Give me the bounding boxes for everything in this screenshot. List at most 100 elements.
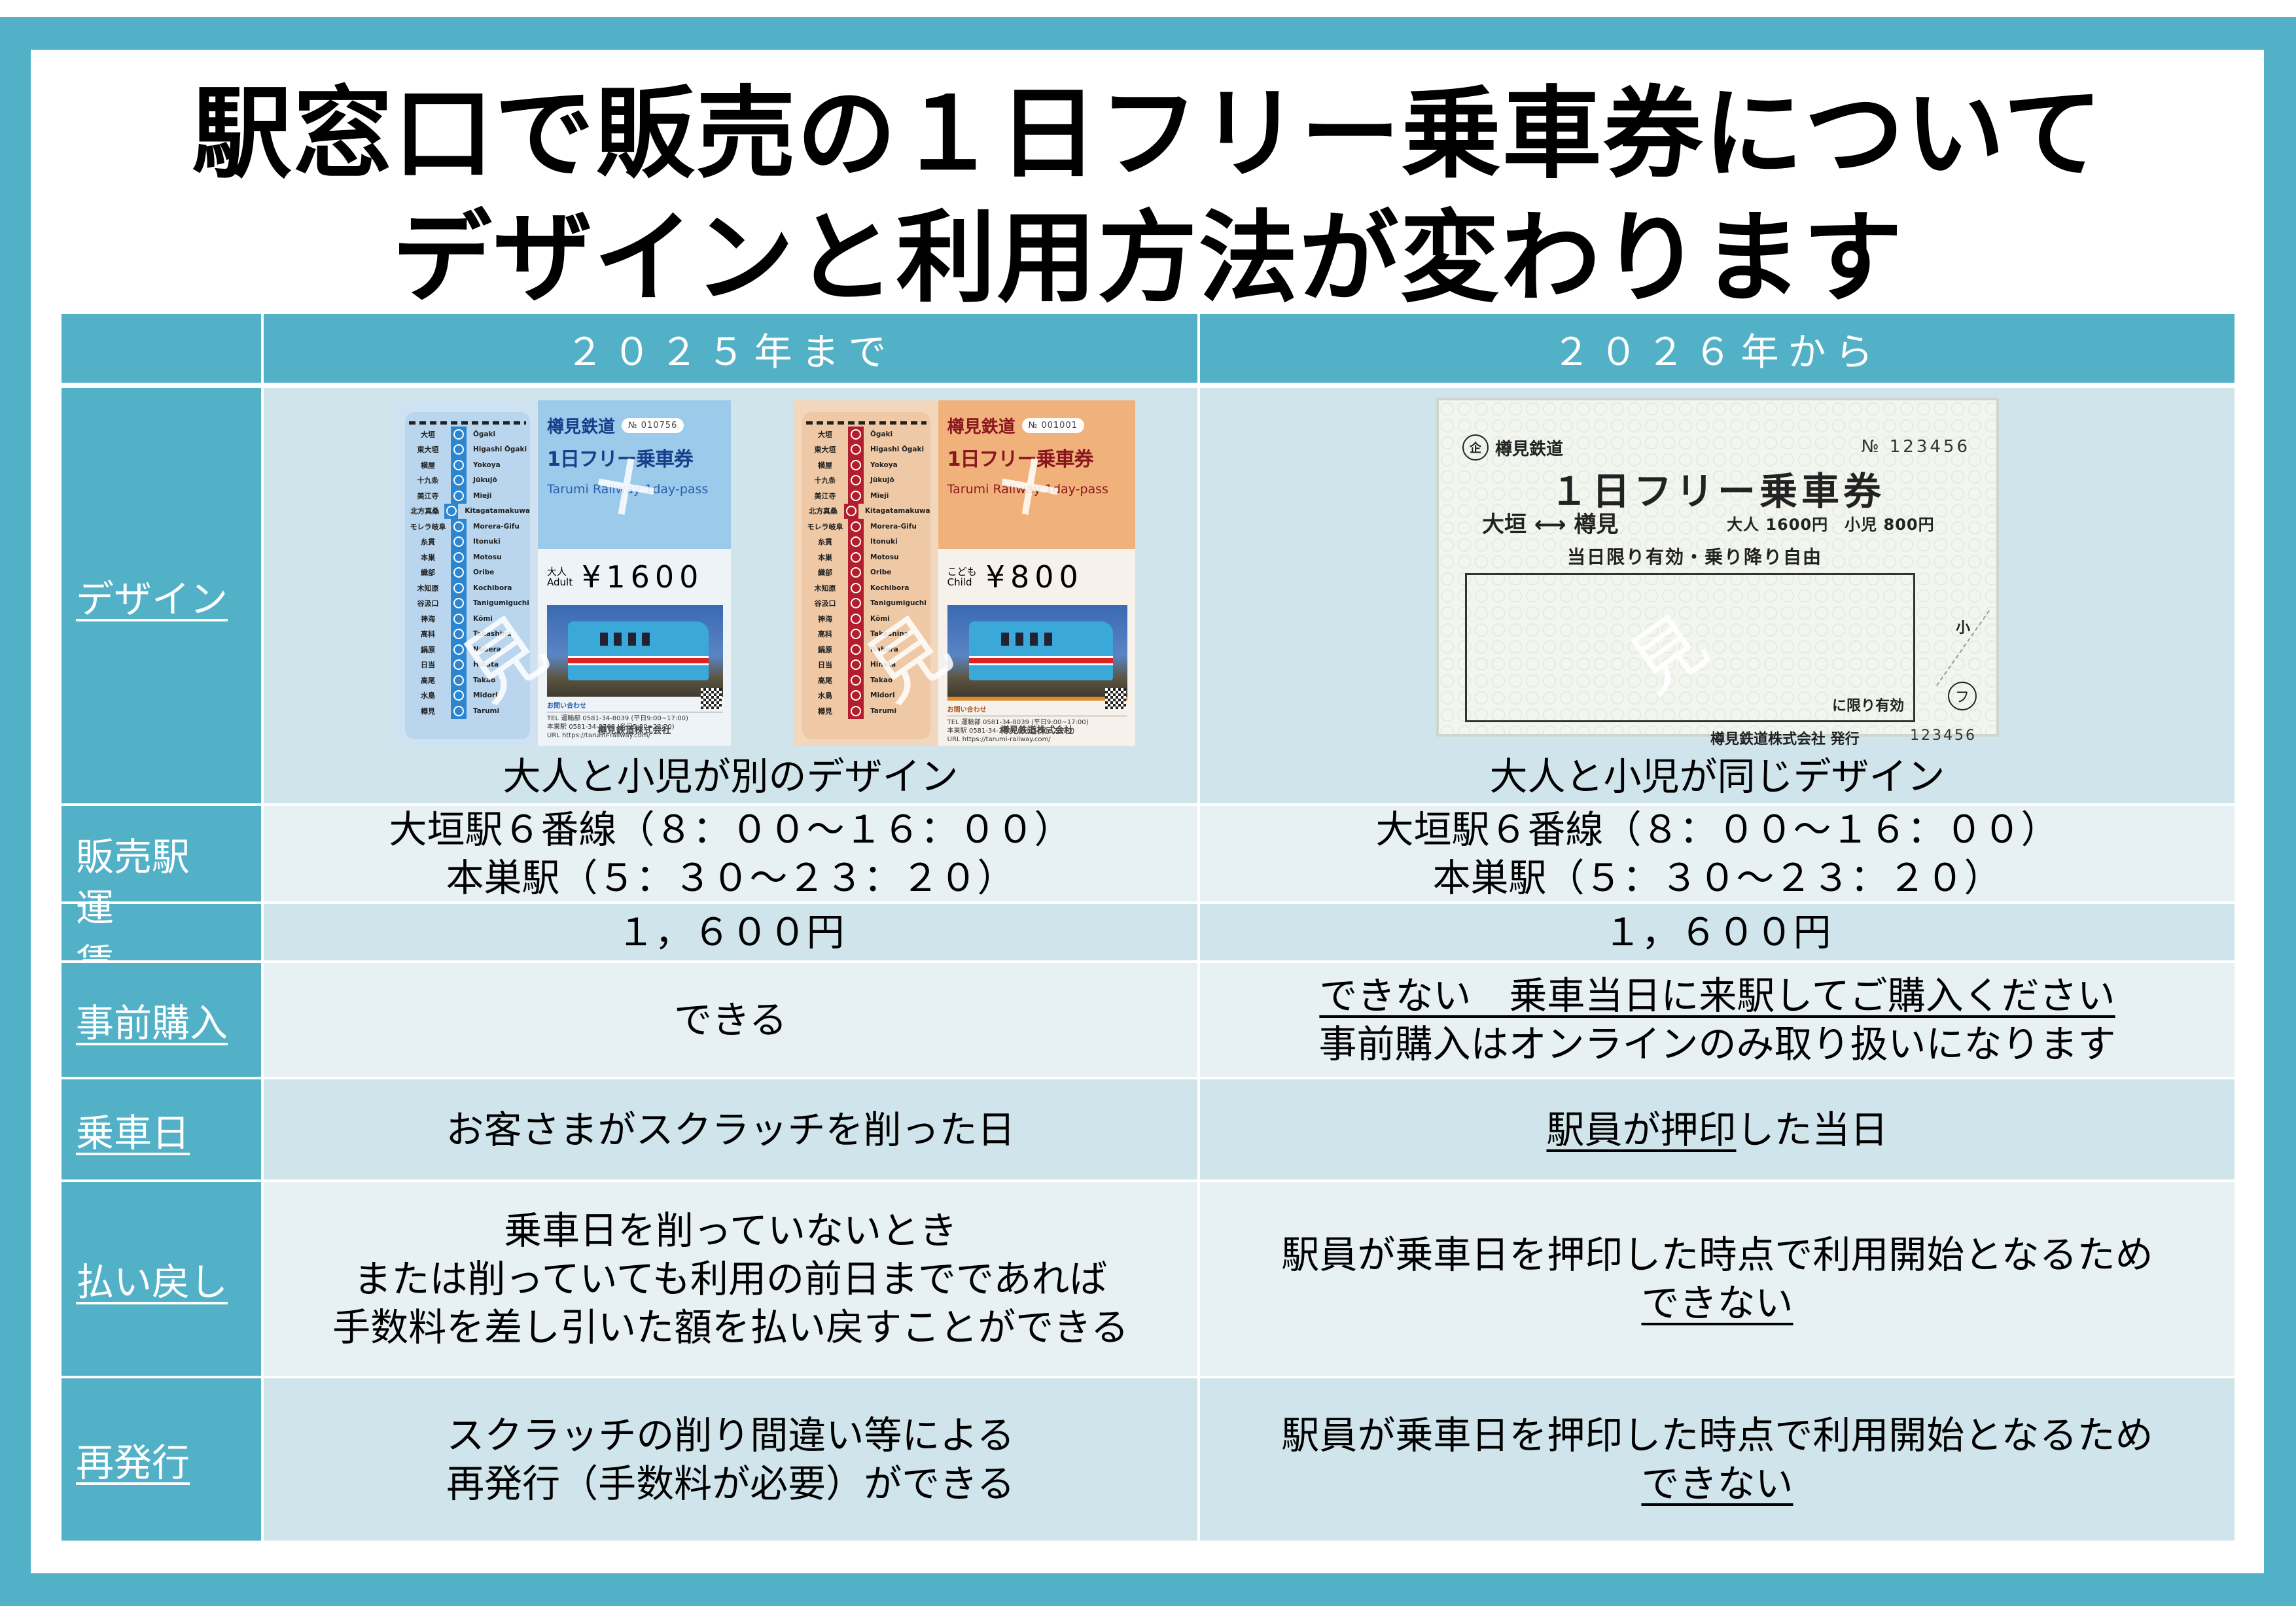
station-marker-icon bbox=[851, 536, 861, 548]
station-marker-icon bbox=[851, 428, 861, 440]
station-marker-icon bbox=[453, 567, 464, 578]
station-marker-icon bbox=[851, 475, 861, 486]
page-title: 駅窓口で販売の１日フリー乗車券について デザインと利用方法が変わります bbox=[0, 72, 2296, 321]
design-new-caption: 大人と小児が同じデザイン bbox=[1489, 754, 1945, 799]
train-photo bbox=[547, 605, 723, 697]
station-marker-icon bbox=[453, 613, 464, 624]
station-marker-icon bbox=[453, 644, 464, 655]
station-marker-icon bbox=[453, 674, 464, 686]
station-marker-icon bbox=[851, 598, 861, 609]
station-marker-icon bbox=[453, 490, 464, 501]
row-label-reissue[interactable]: 再発行 bbox=[62, 1378, 261, 1541]
title-line-2: デザインと利用方法が変わります bbox=[392, 200, 1904, 316]
station-marker-icon bbox=[851, 659, 861, 671]
ride-day-old-cell: お客さまがスクラッチを削った日 bbox=[264, 1079, 1197, 1179]
row-label-ride-day[interactable]: 乗車日 bbox=[62, 1079, 261, 1179]
station-marker-icon bbox=[453, 475, 464, 486]
station-marker-icon bbox=[851, 705, 861, 716]
refund-new-cell: 駅員が乗車日を押印した時点で利用開始となるため できない bbox=[1200, 1182, 2234, 1376]
station-marker-icon bbox=[851, 674, 861, 686]
header-2025: ２０２５年まで bbox=[264, 314, 1197, 383]
station-marker-icon bbox=[851, 629, 861, 640]
title-line-1: 駅窓口で販売の１日フリー乗車券について bbox=[192, 76, 2104, 192]
station-marker-icon bbox=[453, 582, 464, 593]
station-marker-icon bbox=[845, 506, 857, 517]
station-marker-icon bbox=[453, 598, 464, 609]
station-marker-icon bbox=[851, 490, 861, 501]
station-marker-icon bbox=[851, 613, 861, 624]
station-marker-icon bbox=[453, 659, 464, 671]
station-marker-icon bbox=[453, 705, 464, 716]
station-marker-icon bbox=[453, 459, 464, 470]
station-marker-icon bbox=[851, 644, 861, 655]
stamp-box: に限り有効 bbox=[1465, 573, 1915, 722]
fare-old-cell: １，６００円 bbox=[264, 904, 1197, 960]
ride-day-new-cell: 駅員が押印した当日 bbox=[1200, 1079, 2234, 1179]
train-photo bbox=[947, 605, 1127, 701]
row-label-fare: 運 賃 bbox=[62, 886, 261, 985]
fare-new-cell: １，６００円 bbox=[1200, 904, 2234, 960]
circled-fu-icon: フ bbox=[1948, 682, 1977, 710]
new-ticket-image: 企樽見鉄道 № 123456 １日フリー乗車券 大垣 ⟷ 樽見 大人 1600円… bbox=[1436, 398, 1999, 748]
header-empty bbox=[62, 314, 261, 383]
station-marker-icon bbox=[851, 459, 861, 470]
station-marker-icon bbox=[446, 506, 457, 517]
station-marker-icon bbox=[453, 444, 464, 455]
station-marker-icon bbox=[851, 444, 861, 455]
station-marker-icon bbox=[453, 428, 464, 440]
row-label-advance[interactable]: 事前購入 bbox=[62, 963, 261, 1077]
row-label-refund[interactable]: 払い戻し bbox=[62, 1182, 261, 1376]
company-mark-icon: 企 bbox=[1462, 434, 1489, 461]
station-marker-icon bbox=[453, 521, 464, 532]
station-marker-icon bbox=[851, 567, 861, 578]
station-marker-icon bbox=[851, 551, 861, 563]
design-old-caption: 大人と小児が別のデザイン bbox=[503, 754, 959, 799]
station-marker-icon bbox=[453, 629, 464, 640]
station-old-cell: 大垣駅６番線（８：００～１６：００） 本巣駅（５：３０～２３：２０） bbox=[264, 806, 1197, 901]
header-2026: ２０２６年から bbox=[1200, 314, 2234, 383]
qr-code-icon bbox=[1105, 688, 1126, 709]
reissue-new-cell: 駅員が乗車日を押印した時点で利用開始となるため できない bbox=[1200, 1378, 2234, 1541]
advance-new-cell: できない 乗車当日に来駅してご購入ください 事前購入はオンラインのみ取り扱いにな… bbox=[1200, 963, 2234, 1077]
refund-old-cell: 乗車日を削っていないとき または削っていても利用の前日までであれば 手数料を差し… bbox=[264, 1182, 1197, 1376]
station-marker-icon bbox=[453, 690, 464, 701]
row-label-design[interactable]: デザイン bbox=[62, 388, 261, 803]
station-marker-icon bbox=[453, 536, 464, 548]
